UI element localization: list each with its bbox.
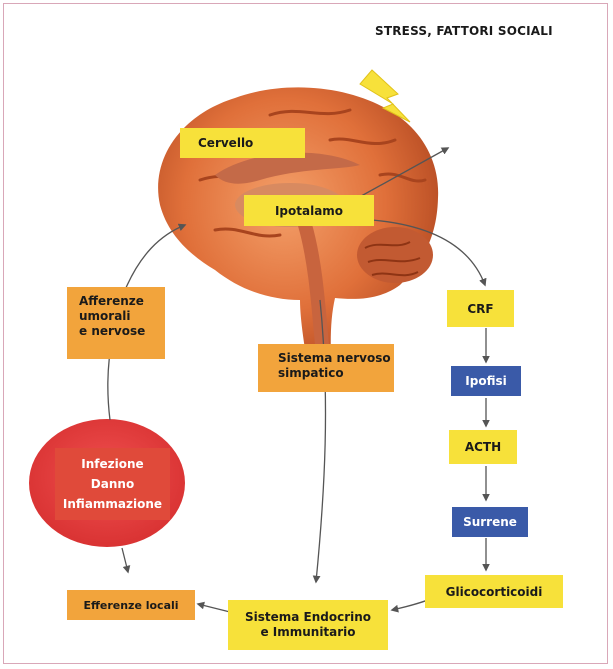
label-cervello-text: Cervello (198, 136, 254, 150)
label-ipofisi: Ipofisi (451, 366, 521, 396)
label-acth: ACTH (449, 430, 517, 464)
label-ipotalamo: Ipotalamo (244, 195, 374, 226)
lightning-bolt-icon (359, 69, 411, 123)
label-ipotalamo-text: Ipotalamo (274, 203, 344, 218)
label-infezione: Infezione Danno Infiammazione (55, 448, 170, 520)
simpatico-line-2: simpatico (278, 366, 344, 380)
label-surrene: Surrene (452, 507, 528, 537)
infezione-line-3: Infiammazione (62, 497, 163, 511)
label-crf-text: CRF (467, 301, 494, 316)
frame-border (3, 3, 608, 664)
label-efferenze-text: Efferenze locali (83, 598, 179, 612)
label-cervello: Cervello (180, 128, 305, 158)
label-simpatico: Sistema nervoso simpatico (258, 344, 394, 392)
endocrino-line-1: Sistema Endocrino (244, 610, 372, 624)
afferenze-line-1: Afferenze (79, 294, 144, 308)
label-glicocorticoidi-text: Glicocorticoidi (445, 584, 543, 599)
label-crf: CRF (447, 290, 514, 327)
afferenze-line-2: umorali (79, 309, 131, 323)
label-endocrino: Sistema Endocrino e Immunitario (228, 600, 388, 650)
infezione-line-2: Danno (90, 477, 135, 491)
label-glicocorticoidi: Glicocorticoidi (425, 575, 563, 608)
simpatico-line-1: Sistema nervoso (278, 351, 391, 365)
label-efferenze: Efferenze locali (67, 590, 195, 620)
label-afferenze: Afferenze umorali e nervose (67, 287, 165, 359)
endocrino-line-2: e Immunitario (260, 625, 356, 639)
label-surrene-text: Surrene (463, 515, 517, 529)
label-ipofisi-text: Ipofisi (465, 374, 507, 388)
page-title: STRESS, FATTORI SOCIALI (375, 24, 553, 38)
brain-illustration (158, 87, 439, 380)
afferenze-line-3: e nervose (79, 324, 146, 338)
label-acth-text: ACTH (464, 440, 502, 454)
infezione-line-1: Infezione (81, 457, 144, 471)
